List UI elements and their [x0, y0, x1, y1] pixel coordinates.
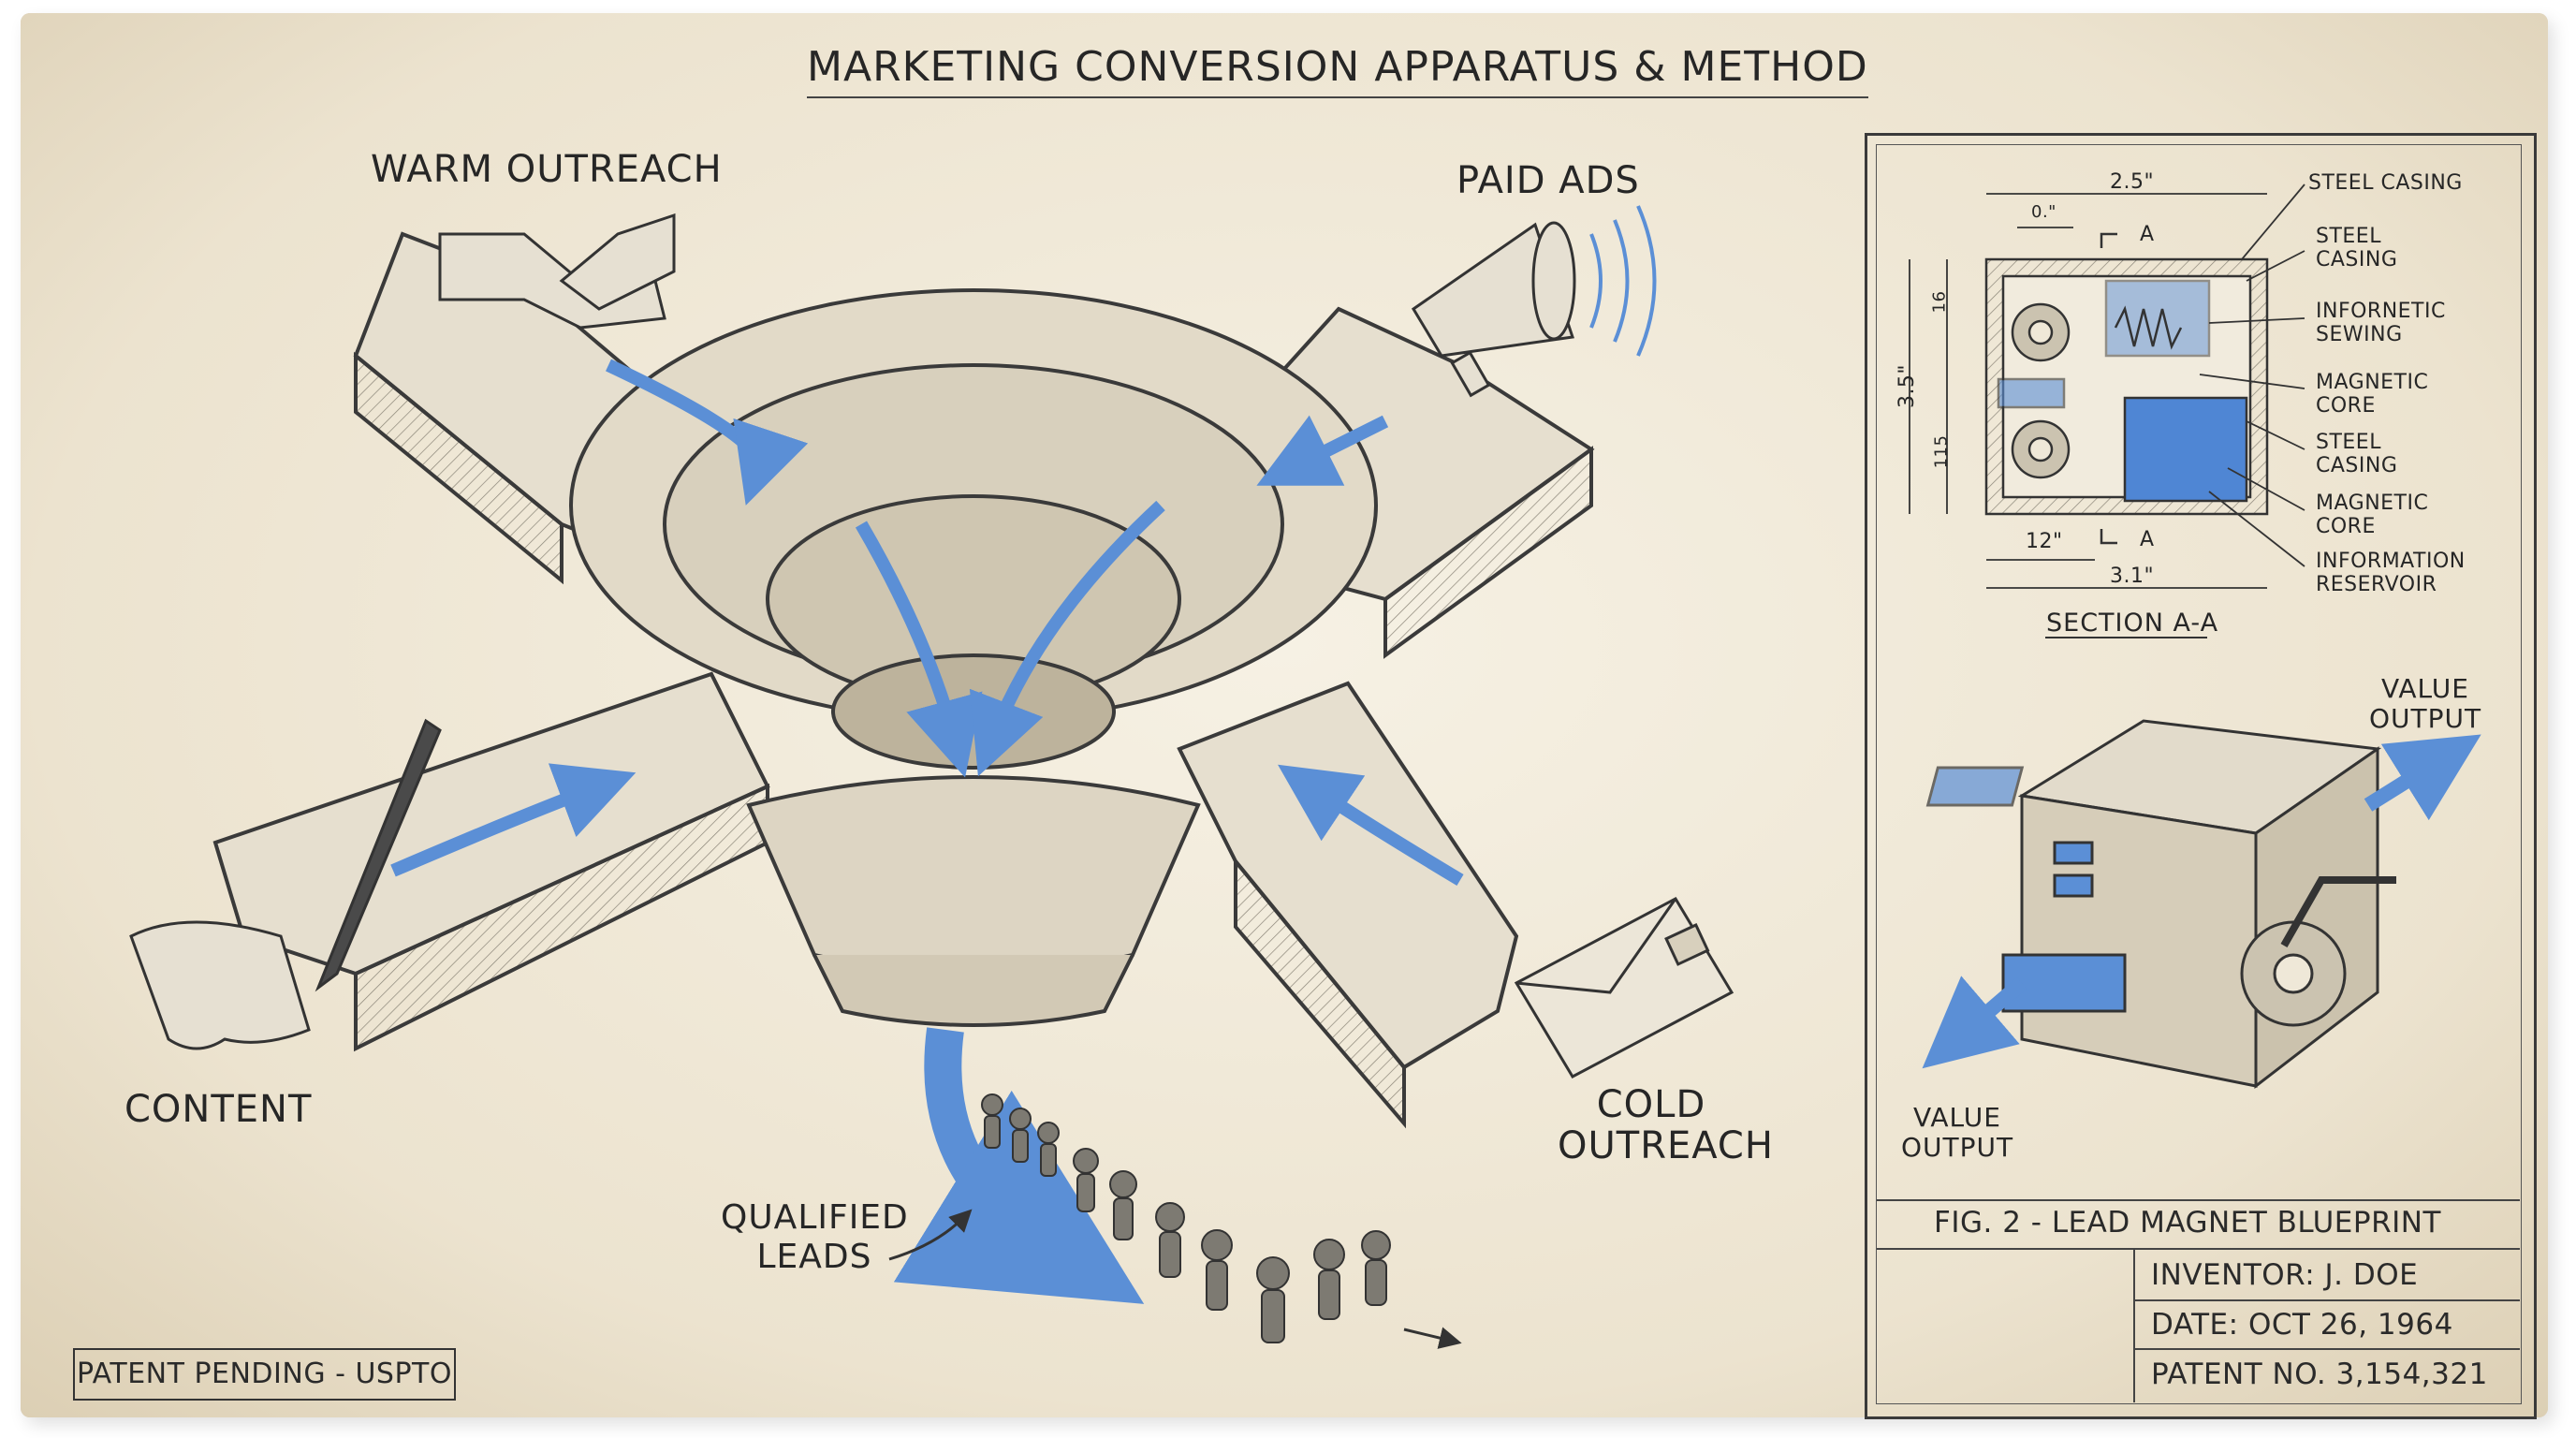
output-stream — [893, 1027, 1145, 1304]
label-value-output-right: VALUE OUTPUT — [2364, 674, 2486, 734]
patent-pending-stamp: PATENT PENDING - USPTO — [73, 1348, 456, 1401]
label-value-output-left: VALUE OUTPUT — [1896, 1103, 2018, 1163]
dim-left-lower: 115 — [1931, 434, 1952, 469]
pen-and-scroll-icon — [129, 718, 442, 1050]
leads-direction-arrow — [1403, 1327, 1462, 1349]
dim-small: 0." — [2031, 202, 2056, 222]
callout-steel-casing-1: STEEL CASING — [2308, 171, 2463, 195]
value-output-left-line2: OUTPUT — [1900, 1132, 2014, 1163]
label-cold-outreach-line1: COLD — [1596, 1083, 1706, 1126]
section-dimension-lines — [1909, 193, 2267, 589]
chute-cold-outreach — [1177, 681, 1519, 1129]
label-paid-ads: PAID ADS — [1456, 159, 1640, 202]
dim-left-upper: 16 — [1929, 290, 1950, 314]
callout-magnetic-core-2: MAGNETIC CORE — [2316, 492, 2429, 538]
title-block-grid — [1876, 1199, 2520, 1402]
section-caption: SECTION A-A — [2046, 609, 2219, 638]
callout-infornetic-sewing: INFORNETIC SEWING — [2316, 300, 2446, 346]
cut-label-top: A — [2140, 223, 2155, 246]
date-field: DATE: OCT 26, 1964 — [2151, 1308, 2453, 1342]
label-cold-outreach: COLD OUTREACH — [1558, 1083, 1774, 1167]
qualified-leads-pointer — [888, 1209, 973, 1261]
callout-steel-casing-3: STEEL CASING — [2316, 431, 2398, 477]
megaphone-icon — [1411, 221, 1576, 398]
envelope-icon — [1514, 897, 1734, 1078]
dim-left-total: 3.5" — [1895, 363, 1920, 409]
label-warm-outreach: WARM OUTREACH — [371, 148, 723, 191]
callout-steel-casing-2: STEEL CASING — [2316, 225, 2398, 271]
section-leader-lines — [2199, 183, 2305, 567]
blueprint-panel — [1865, 133, 2537, 1419]
section-a-a-drawing — [1984, 232, 2269, 545]
patent-number-field: PATENT NO. 3,154,321 — [2151, 1357, 2488, 1391]
lead-magnet-device — [1925, 719, 2396, 1090]
label-qualified-line2: LEADS — [756, 1238, 872, 1276]
handshake-icon — [438, 213, 676, 330]
qualified-leads-figures — [981, 1093, 1391, 1343]
callout-information-reservoir: INFORMATION RESERVOIR — [2316, 550, 2466, 596]
value-output-arrows — [1922, 734, 2481, 1069]
flow-arrows-in — [390, 359, 1464, 887]
dim-top: 2.5" — [2110, 170, 2155, 194]
label-content: CONTENT — [124, 1088, 313, 1131]
label-qualified-line1: QUALIFIED — [721, 1198, 909, 1237]
cut-label-bottom: A — [2140, 528, 2155, 551]
value-output-right-line1: VALUE — [2381, 673, 2469, 704]
value-output-left-line1: VALUE — [1913, 1102, 2001, 1133]
dim-bottom-inner: 12" — [2026, 530, 2063, 553]
sound-waves-icon — [1589, 205, 1657, 357]
label-cold-outreach-line2: OUTREACH — [1558, 1124, 1774, 1167]
figure-caption: FIG. 2 - LEAD MAGNET BLUEPRINT — [1934, 1206, 2441, 1240]
inventor-field: INVENTOR: J. DOE — [2151, 1258, 2419, 1292]
callout-magnetic-core-1: MAGNETIC CORE — [2316, 371, 2429, 418]
dim-bottom-total: 3.1" — [2110, 565, 2155, 588]
blueprint-panel-inner — [1876, 144, 2522, 1404]
label-qualified-leads: QUALIFIED LEADS — [721, 1198, 908, 1277]
value-output-right-line2: OUTPUT — [2368, 703, 2482, 734]
page-title: MARKETING CONVERSION APPARATUS & METHOD — [807, 43, 1868, 98]
